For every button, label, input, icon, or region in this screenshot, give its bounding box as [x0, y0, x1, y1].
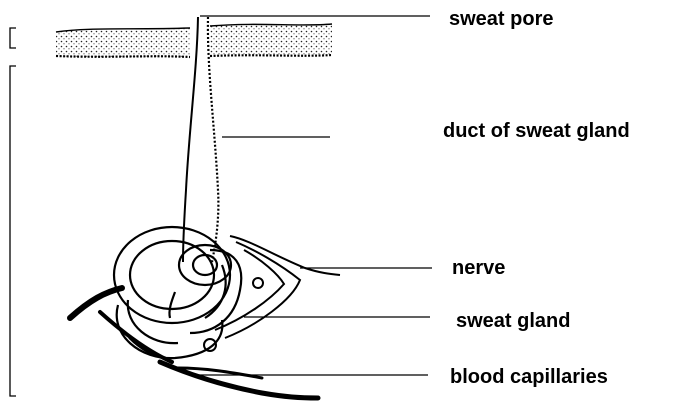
leader-lines — [196, 16, 432, 375]
label-nerve: nerve — [452, 258, 505, 278]
scale-bracket — [10, 28, 16, 396]
label-duct-of-sweat-gland: duct of sweat gland — [443, 121, 630, 141]
epidermis-layer — [56, 24, 332, 57]
label-blood-capillaries: blood capillaries — [450, 367, 608, 387]
label-sweat-gland: sweat gland — [456, 311, 570, 331]
label-sweat-pore: sweat pore — [449, 9, 553, 29]
